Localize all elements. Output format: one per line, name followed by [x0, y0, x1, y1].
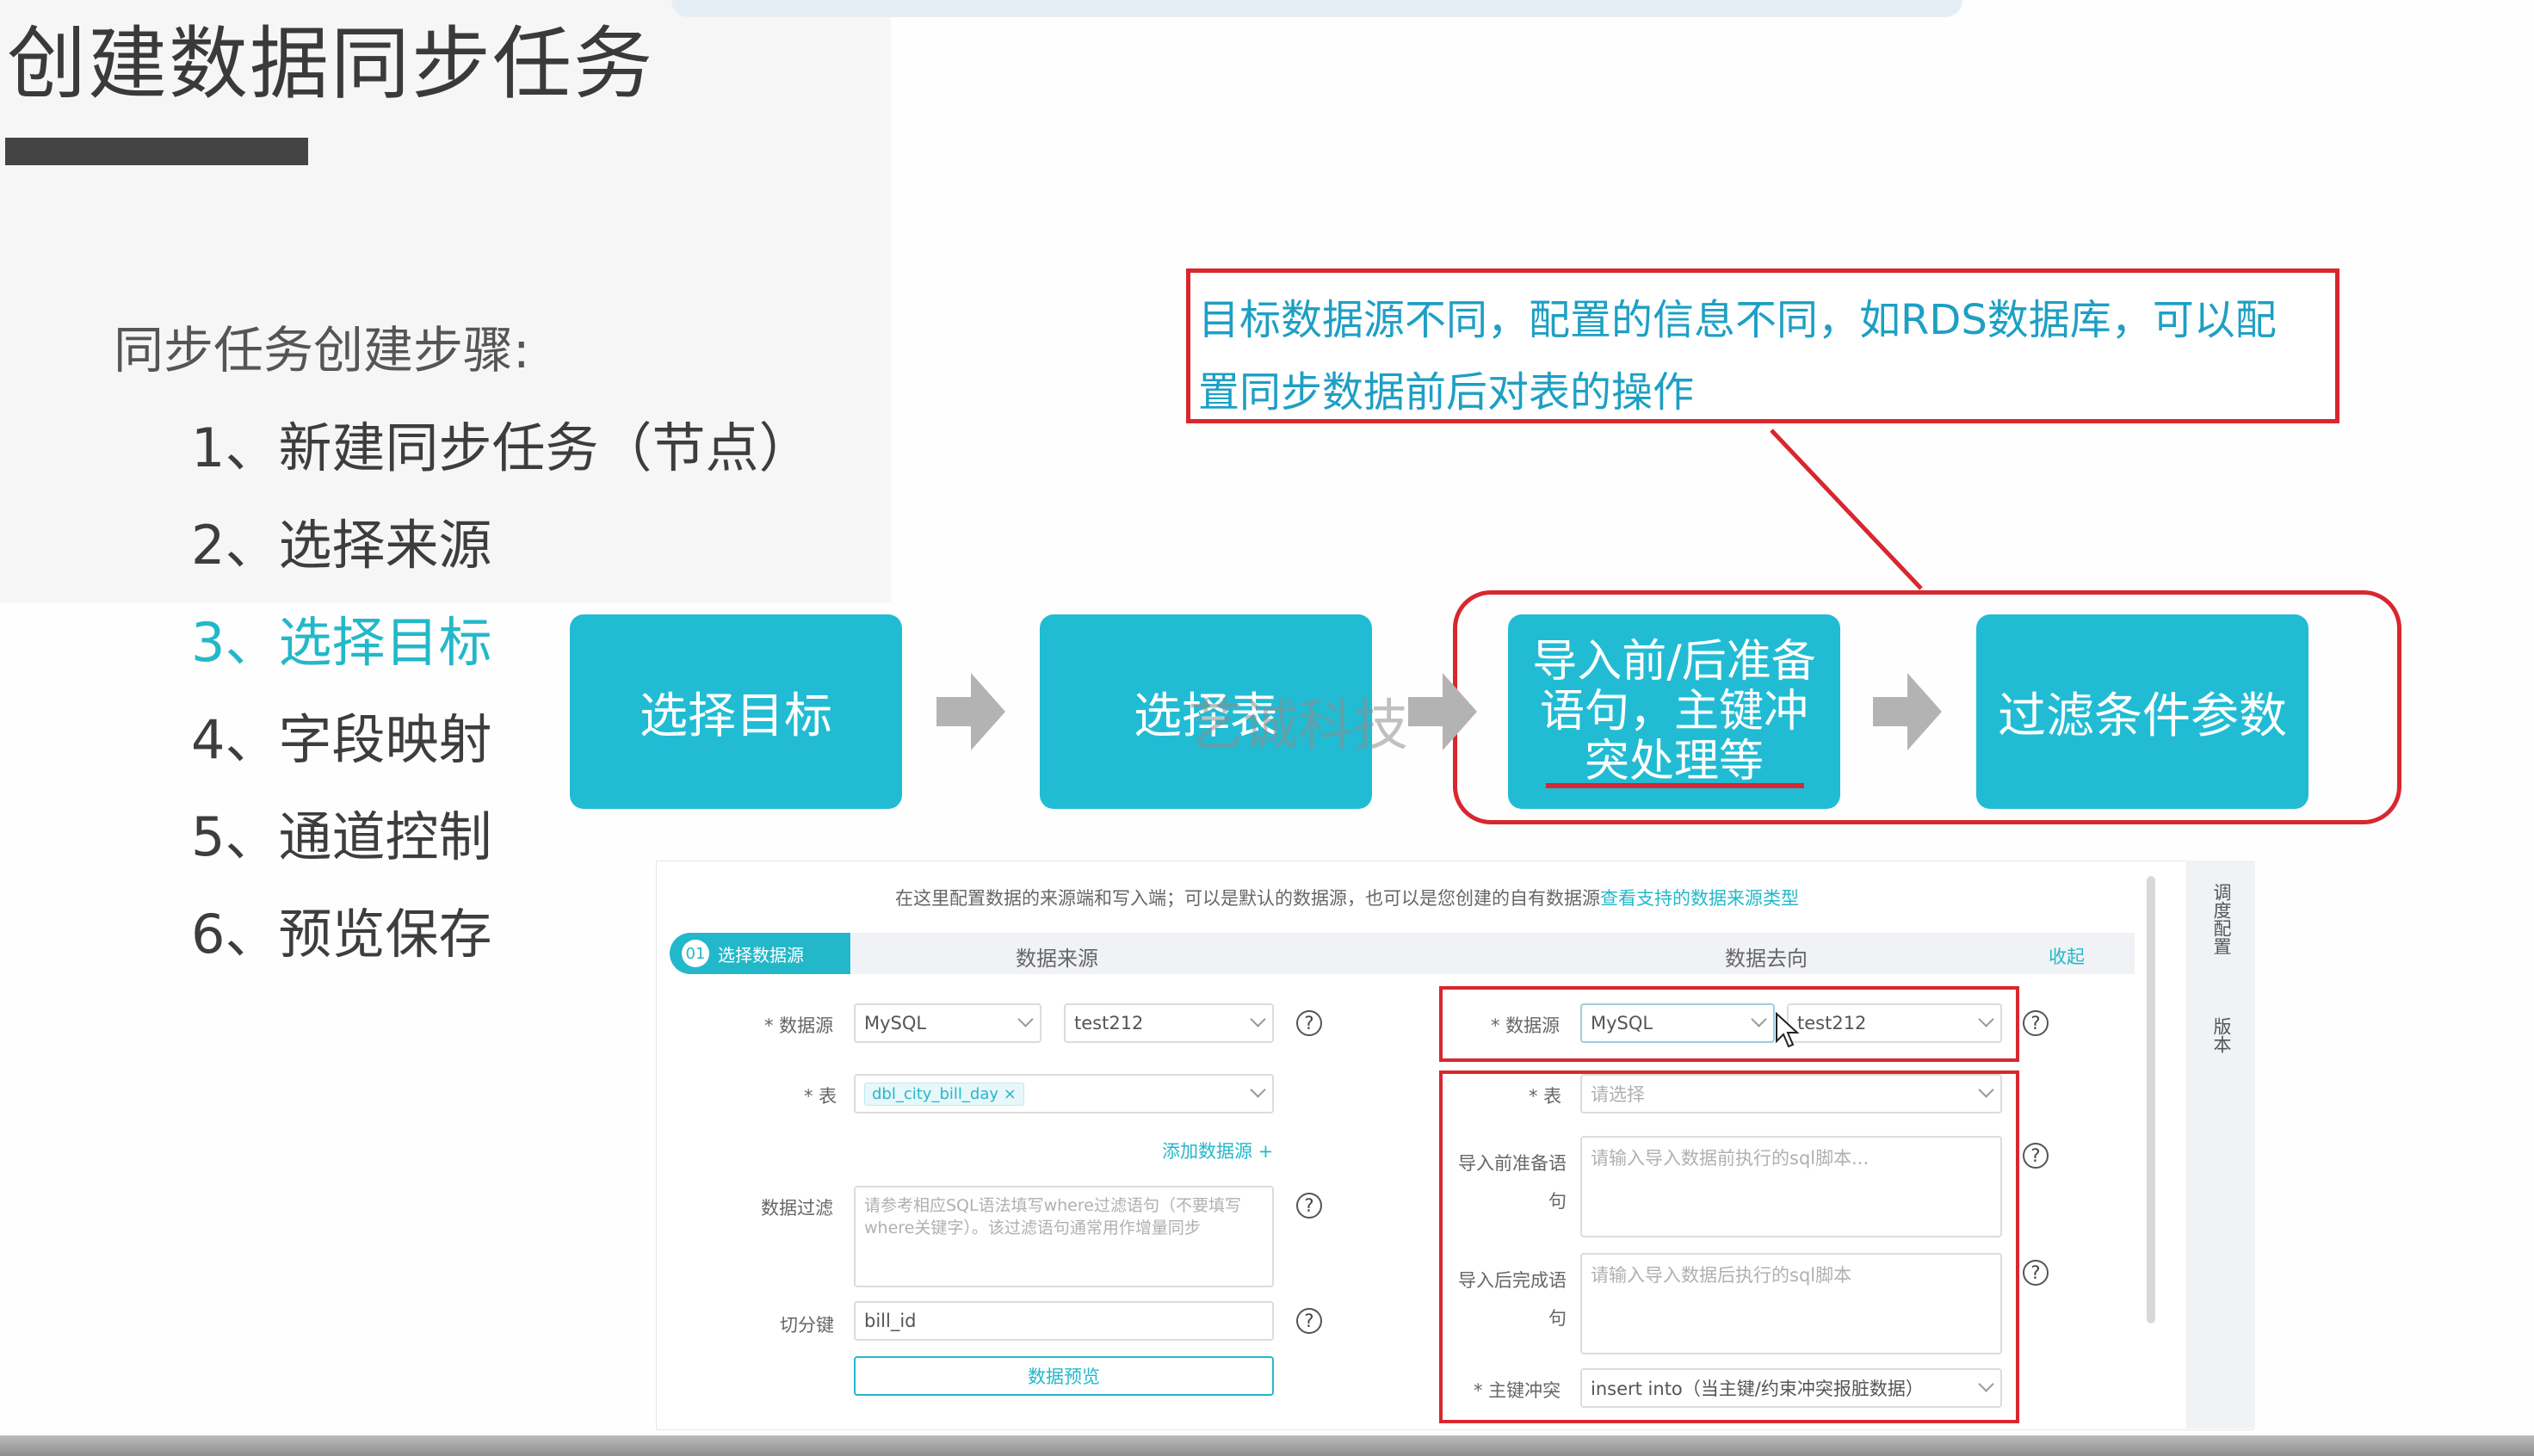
table-tag[interactable]: dbl_city_bill_day × [864, 1082, 1024, 1106]
flow-step-filter-params: 过滤条件参数 [1976, 614, 2308, 809]
pk-conflict-select[interactable]: insert into（当主键/约束冲突报脏数据） [1580, 1368, 2002, 1408]
title-underline-bar [5, 138, 308, 165]
target-header: 数据去向 [1725, 947, 1808, 971]
panel-header-bar [852, 933, 2135, 974]
scrollbar[interactable] [2147, 876, 2155, 1323]
source-datasource-type-select[interactable]: MySQL [854, 1003, 1041, 1043]
split-key-label: 切分键 [780, 1315, 834, 1336]
pre-sql-textarea[interactable]: 请输入导入数据前执行的sql脚本... [1580, 1136, 2002, 1237]
step-item: 1、新建同步任务（节点） [191, 416, 813, 479]
arrow-right-icon [1873, 673, 1942, 750]
arrow-right-icon [936, 673, 1005, 750]
bottom-bar [0, 1435, 2534, 1456]
source-datasource-name-select[interactable]: test212 [1064, 1003, 1274, 1043]
highlight-frame-datasource [1439, 986, 2019, 1062]
step-label: 选择数据源 [718, 944, 804, 966]
nav-schedule-config[interactable]: 调度配置 [2211, 883, 2232, 955]
step-item: 5、通道控制 [191, 805, 492, 868]
help-icon[interactable]: ? [2023, 1010, 2049, 1036]
chevron-down-icon [1978, 1011, 1994, 1027]
source-filter-textarea[interactable]: 请参考相应SQL语法填写where过滤语句（不要填写where关键字）。该过滤语… [854, 1186, 1274, 1287]
help-icon[interactable]: ? [1296, 1193, 1322, 1218]
highlight-underline [1546, 783, 1804, 788]
step-item: 4、字段映射 [191, 708, 492, 771]
callout-connector [1770, 429, 1923, 590]
chevron-down-icon [1250, 1011, 1266, 1027]
slide-title: 创建数据同步任务 [7, 18, 655, 110]
target-table-select[interactable]: 请选择 [1580, 1074, 2002, 1114]
source-table-label: * 表 [804, 1086, 837, 1107]
source-table-select[interactable]: dbl_city_bill_day × [854, 1074, 1274, 1114]
chevron-down-icon [1250, 1082, 1266, 1098]
flow-step-select-table: 选择表 [1040, 614, 1372, 809]
target-datasource-name-select[interactable]: test212 [1787, 1003, 2002, 1043]
chevron-down-icon [1017, 1011, 1034, 1027]
data-preview-button[interactable]: 数据预览 [854, 1356, 1274, 1396]
target-table-label: * 表 [1529, 1086, 1562, 1107]
pre-sql-label: 导入前准备语句 [1458, 1153, 1567, 1212]
callout-text: 目标数据源不同，配置的信息不同，如RDS数据库，可以配置同步数据前后对表的操作 [1198, 296, 2277, 416]
post-sql-textarea[interactable]: 请输入导入数据后执行的sql脚本 [1580, 1253, 2002, 1354]
right-nav [2186, 861, 2255, 1428]
top-decoration-bar [671, 0, 1962, 17]
arrow-right-icon [1408, 673, 1477, 750]
target-datasource-label: * 数据源 [1491, 1015, 1561, 1036]
left-background [0, 0, 891, 602]
post-sql-label: 导入后完成语句 [1458, 1270, 1567, 1329]
mouse-cursor-icon [1776, 1012, 1800, 1048]
help-icon[interactable]: ? [2023, 1143, 2049, 1169]
supported-types-link[interactable]: 查看支持的数据来源类型 [1600, 888, 1799, 909]
source-header: 数据来源 [1016, 947, 1098, 971]
flow-step-pre-post-sql: 导入前/后准备语句，主键冲突处理等 [1508, 614, 1840, 809]
step-item-active: 3、选择目标 [191, 611, 492, 674]
split-key-input[interactable]: bill_id [854, 1301, 1274, 1341]
step-badge: 01 选择数据源 [670, 933, 850, 974]
add-datasource-link[interactable]: 添加数据源 + [1162, 1141, 1274, 1162]
flow-step-select-target: 选择目标 [570, 614, 902, 809]
collapse-link[interactable]: 收起 [2049, 947, 2085, 967]
step-number: 01 [682, 940, 709, 967]
chevron-down-icon [1751, 1011, 1767, 1027]
source-datasource-label: * 数据源 [764, 1015, 834, 1036]
panel-hint: 在这里配置数据的来源端和写入端；可以是默认的数据源，也可以是您创建的自有数据源查… [895, 888, 1799, 909]
help-icon[interactable]: ? [1296, 1010, 1322, 1036]
step-item: 6、预览保存 [191, 903, 492, 966]
help-icon[interactable]: ? [2023, 1260, 2049, 1286]
pk-conflict-label: * 主键冲突 [1474, 1380, 1561, 1401]
watermark: 艺诚科技 [1188, 694, 1408, 758]
chevron-down-icon [1978, 1082, 1994, 1098]
steps-heading: 同步任务创建步骤: [114, 321, 530, 379]
step-item: 2、选择来源 [191, 514, 492, 577]
nav-version[interactable]: 版本 [2211, 1017, 2232, 1053]
target-datasource-type-select[interactable]: MySQL [1580, 1003, 1775, 1043]
callout-box [1186, 268, 2339, 423]
chevron-down-icon [1978, 1376, 1994, 1392]
highlight-frame-table-options [1439, 1070, 2019, 1423]
source-filter-label: 数据过滤 [761, 1198, 833, 1218]
help-icon[interactable]: ? [1296, 1308, 1322, 1334]
